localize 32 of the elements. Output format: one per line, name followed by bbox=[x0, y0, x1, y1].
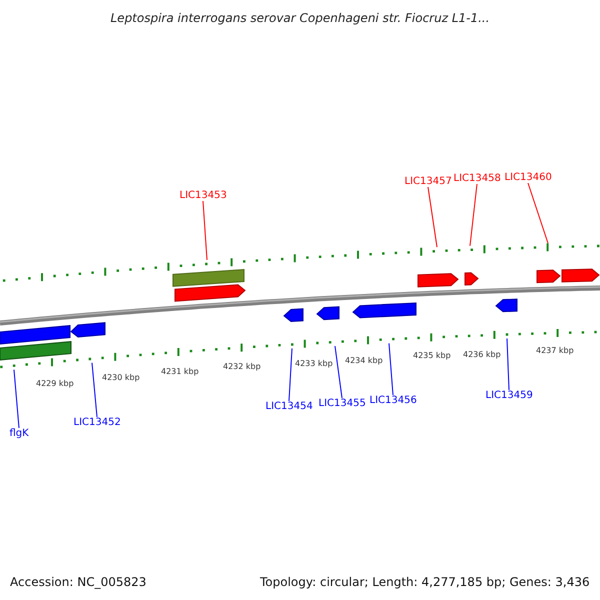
scale-label: 4234 kbp bbox=[345, 356, 383, 365]
leader-line bbox=[428, 186, 438, 248]
leader-line bbox=[92, 362, 98, 418]
gene-label: LIC13457 bbox=[404, 176, 452, 187]
scale-label: 4232 kbp bbox=[223, 362, 261, 371]
map-title: Leptospira interrogans serovar Copenhageni str. Fiocruz L1-1... bbox=[110, 11, 490, 25]
leader-line bbox=[288, 348, 292, 402]
scale-label: 4236 kbp bbox=[463, 350, 501, 359]
leader-line bbox=[334, 346, 342, 398]
gene-label: flgK bbox=[10, 428, 29, 439]
gene-label: LIC13459 bbox=[486, 390, 533, 401]
footer-text: Topology: circular; Length: 4,277,185 bp; Genes: 3,436 bbox=[260, 575, 590, 589]
gene-label: LIC13455 bbox=[318, 398, 366, 409]
leader-line bbox=[506, 338, 510, 390]
gene-label: LIC13456 bbox=[370, 395, 417, 406]
gene-label: LIC13452 bbox=[74, 417, 121, 428]
leader-line bbox=[528, 182, 548, 244]
scale-label: 4229 kbp bbox=[36, 379, 74, 388]
gene-label: LIC13453 bbox=[180, 190, 227, 201]
gene-label: LIC13454 bbox=[266, 401, 313, 412]
scale-label: 4235 kbp bbox=[413, 351, 451, 360]
scale-label: 4237 kbp bbox=[536, 346, 574, 355]
leader-line bbox=[470, 184, 478, 246]
scale-ticks bbox=[2, 243, 600, 282]
leader-line bbox=[14, 369, 20, 428]
leader-line bbox=[202, 200, 208, 260]
leader-line bbox=[388, 342, 394, 396]
gene-label: LIC13460 bbox=[504, 172, 552, 183]
gene-label: LIC13458 bbox=[454, 173, 501, 184]
scale-label: 4231 kbp bbox=[161, 367, 199, 376]
footer-text: Accession: NC_005823 bbox=[10, 575, 146, 589]
scale-label: 4233 kbp bbox=[295, 359, 333, 368]
